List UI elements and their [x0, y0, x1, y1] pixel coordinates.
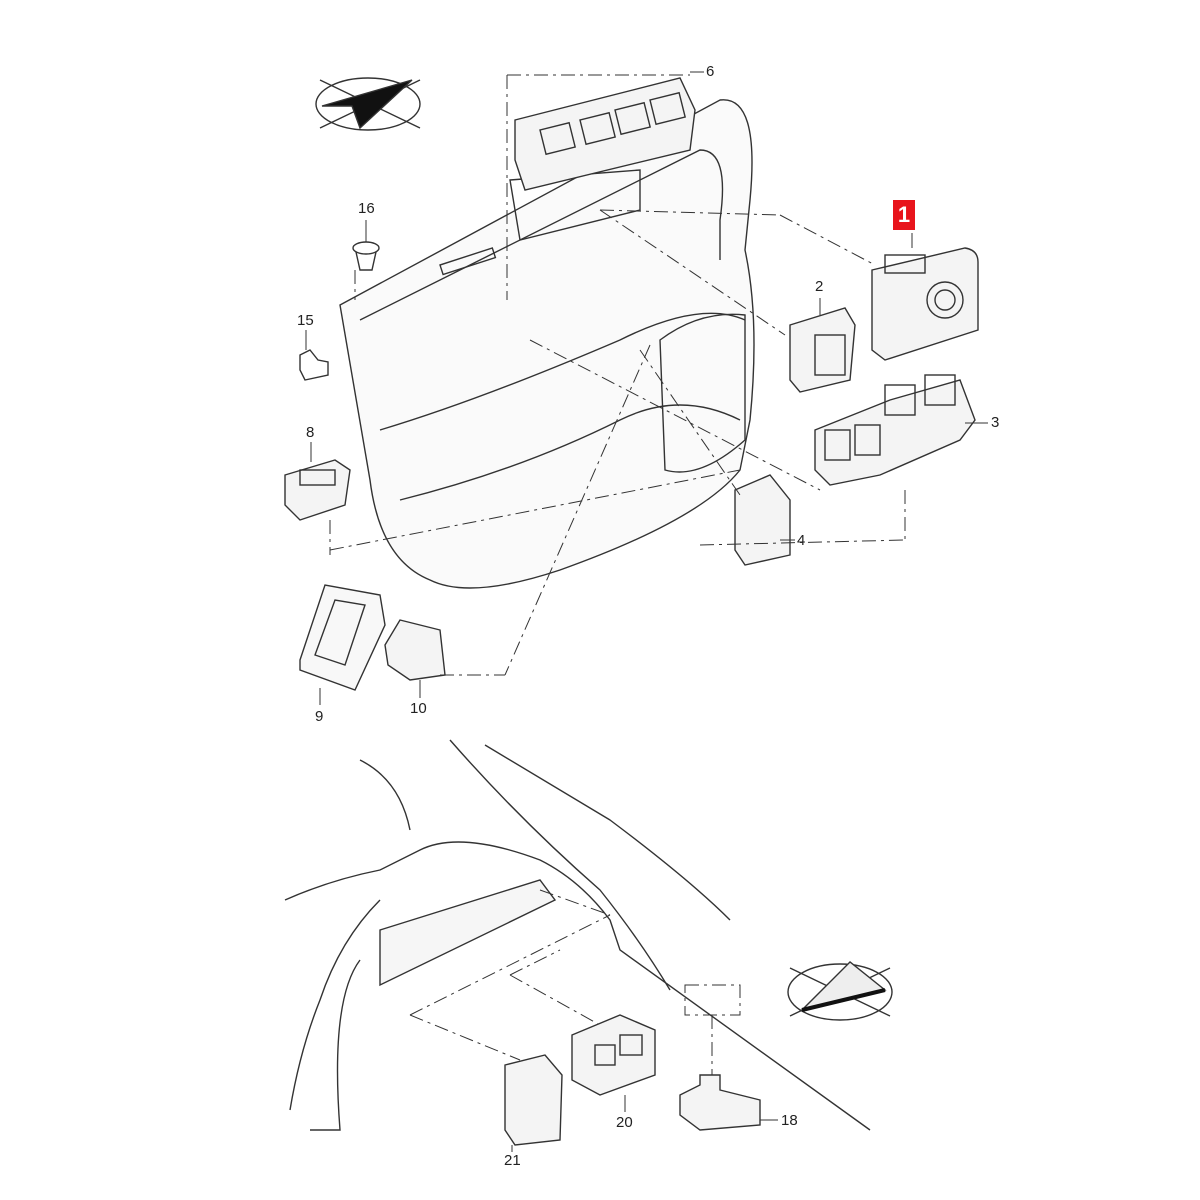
part-label: 8	[306, 424, 315, 441]
highlighted-part-label: 1	[893, 200, 915, 230]
rear-interior	[284, 739, 871, 1131]
part-8-switch	[284, 459, 351, 521]
part-label: 10	[410, 700, 427, 717]
part-10-switch	[384, 619, 446, 681]
part-label: 16	[358, 200, 375, 217]
part-9-bezel	[299, 584, 386, 691]
part-1-light-switch	[871, 247, 979, 361]
part-4-switch	[734, 474, 791, 566]
part-label: 21	[504, 1152, 521, 1169]
part-3-window-switch	[814, 374, 976, 486]
part-label: 2	[815, 278, 824, 295]
part-6-switch-panel	[514, 77, 696, 191]
orientation-compass-icon	[315, 77, 421, 131]
part-21-switch	[504, 1054, 563, 1146]
leader-lines	[329, 74, 906, 676]
part-label: 4	[797, 532, 806, 549]
part-label: 20	[616, 1114, 633, 1131]
part-label: 6	[706, 63, 715, 80]
door-panel	[339, 99, 755, 589]
part-18-cover	[679, 1074, 761, 1131]
orientation-compass-icon	[787, 961, 893, 1021]
part-20-switch	[571, 1014, 656, 1096]
part-label: 3	[991, 414, 1000, 431]
part-label: 15	[297, 312, 314, 329]
label-ticks	[305, 71, 988, 1152]
part-label: 9	[315, 708, 324, 725]
part-16-clip	[352, 241, 380, 271]
part-label: 18	[781, 1112, 798, 1129]
part-15-pin	[299, 349, 329, 381]
leader-lines-lower	[409, 889, 741, 1075]
part-2-switch	[789, 307, 856, 393]
